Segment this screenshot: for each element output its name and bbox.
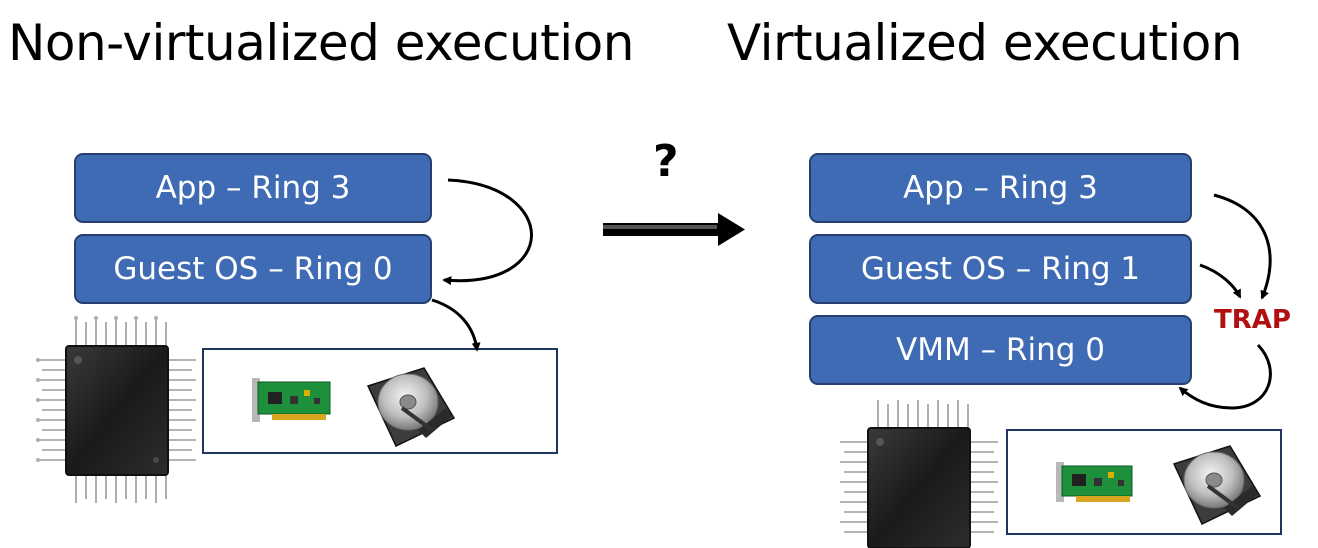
left-app-to-os-arrow [442, 178, 533, 286]
left-guest-os-label: Guest OS – Ring 0 [113, 251, 393, 287]
hard-disk-icon [366, 367, 456, 448]
cpu-chip-icon [36, 316, 196, 503]
left-app-label: App – Ring 3 [155, 170, 351, 206]
network-card-icon [1056, 462, 1133, 502]
network-card-icon [252, 378, 331, 422]
transition-arrow [603, 213, 745, 246]
hard-disk-icon [1172, 445, 1262, 526]
right-vmm-label: VMM – Ring 0 [896, 332, 1105, 368]
left-title: Non-virtualized execution [8, 14, 634, 72]
right-app-box: App – Ring 3 [809, 153, 1192, 223]
right-app-to-trap-arrow [1213, 193, 1272, 300]
right-guest-os-label: Guest OS – Ring 1 [860, 251, 1141, 287]
right-guest-os-box: Guest OS – Ring 1 [809, 234, 1192, 304]
right-app-label: App – Ring 3 [903, 170, 1098, 206]
right-vmm-box: VMM – Ring 0 [809, 315, 1192, 385]
left-guest-os-box: Guest OS – Ring 0 [74, 234, 432, 304]
question-mark: ? [653, 136, 679, 187]
left-os-to-hardware-arrow [431, 298, 481, 352]
trap-label: TRAP [1214, 305, 1291, 335]
right-title: Virtualized execution [727, 14, 1243, 72]
cpu-chip-icon [840, 400, 998, 548]
right-trap-to-vmm-arrow [1178, 343, 1272, 410]
left-app-box: App – Ring 3 [74, 153, 432, 223]
right-os-to-trap-arrow [1199, 263, 1242, 299]
